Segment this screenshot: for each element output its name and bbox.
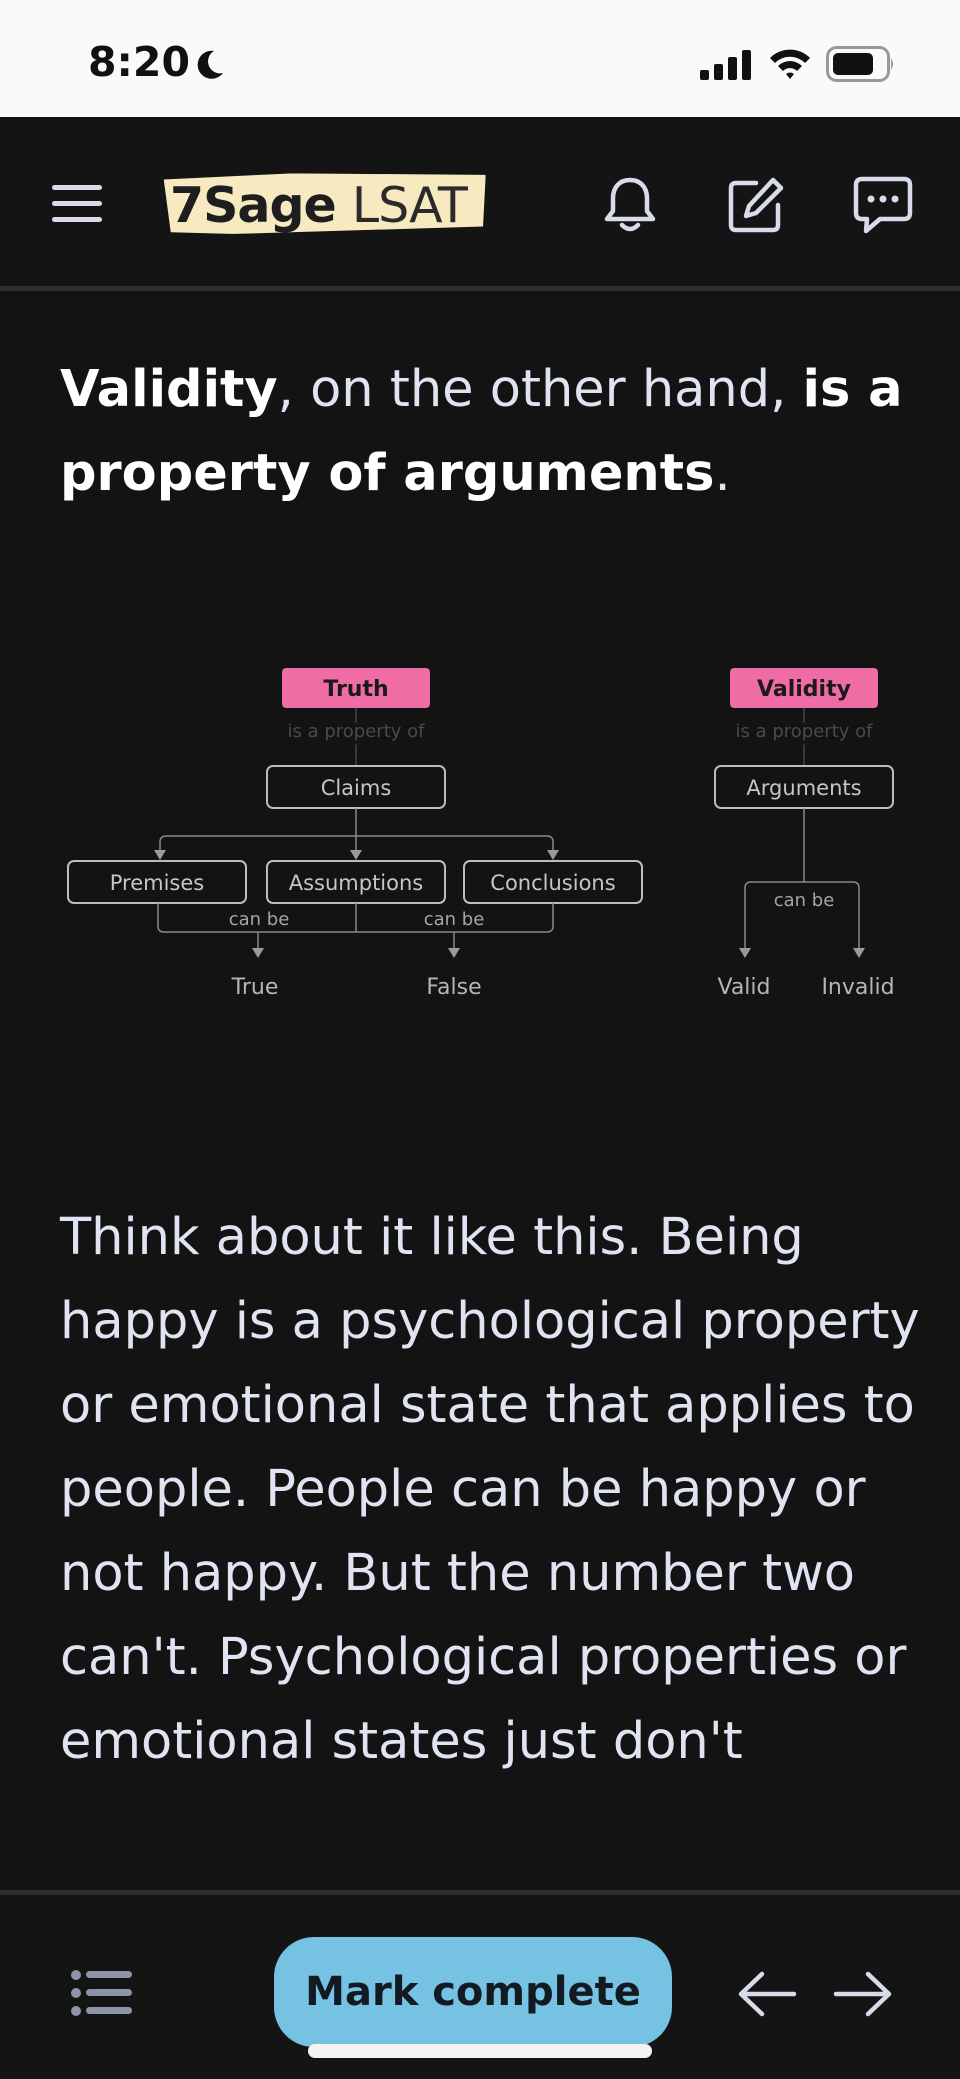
validity-can-be: can be	[774, 890, 835, 911]
cellular-signal-icon	[700, 50, 751, 80]
validity-title: Validity	[757, 677, 851, 702]
conclusions-label: Conclusions	[490, 871, 615, 895]
assumptions-label: Assumptions	[289, 871, 424, 895]
truth-validity-diagram: Truth is a property of Claims Premises A…	[67, 668, 895, 1000]
intro-period: .	[714, 444, 731, 503]
wifi-icon	[770, 49, 810, 79]
hamburger-menu-icon[interactable]	[50, 181, 106, 227]
validity-title-box	[730, 668, 878, 708]
home-indicator	[308, 2044, 652, 2058]
battery-icon	[826, 46, 893, 82]
bell-icon[interactable]	[602, 175, 658, 235]
validity-relation: is a property of	[736, 721, 874, 742]
intro-bold-property: is a property of arguments	[60, 360, 903, 503]
outcome-true: True	[231, 975, 279, 1000]
status-time: 8:20	[88, 38, 190, 86]
premises-box	[67, 860, 247, 904]
logo-product: LSAT	[351, 177, 468, 234]
body-paragraph: Think about it like this. Being happy is…	[60, 1208, 920, 1771]
table-of-contents-icon[interactable]	[70, 1969, 134, 2017]
lesson-content: Validity, on the other hand, is a proper…	[0, 296, 960, 1890]
logo-text: 7Sage LSAT	[170, 177, 468, 234]
previous-arrow-icon[interactable]	[736, 1969, 798, 2019]
truth-relation: is a property of	[288, 721, 426, 742]
logo[interactable]: 7Sage LSAT	[164, 173, 486, 239]
next-arrow-icon[interactable]	[832, 1969, 894, 2019]
premises-label: Premises	[110, 871, 204, 895]
logo-brand: 7Sage	[170, 177, 337, 234]
outcome-false: False	[426, 975, 481, 1000]
intro-plain: , on the other hand,	[277, 360, 803, 419]
edit-note-icon[interactable]	[726, 175, 786, 235]
mark-complete-button[interactable]: Mark complete	[274, 1937, 672, 2047]
chat-icon[interactable]	[852, 175, 914, 235]
intro-text: Validity, on the other hand, is a proper…	[60, 348, 920, 516]
status-bar: 8:20	[0, 0, 960, 117]
claims-label: Claims	[321, 776, 392, 800]
truth-title-box	[282, 668, 430, 708]
intro-bold-validity: Validity	[60, 360, 278, 419]
outcome-valid: Valid	[717, 975, 770, 1000]
outcome-invalid: Invalid	[821, 975, 894, 1000]
arguments-label: Arguments	[746, 776, 861, 800]
truth-can-be-right: can be	[424, 909, 485, 930]
truth-can-be-left: can be	[229, 909, 290, 930]
app-header: 7Sage LSAT	[0, 117, 960, 291]
moon-icon	[197, 50, 223, 79]
bottom-bar: Mark complete	[0, 1890, 960, 2079]
truth-title: Truth	[323, 677, 388, 702]
